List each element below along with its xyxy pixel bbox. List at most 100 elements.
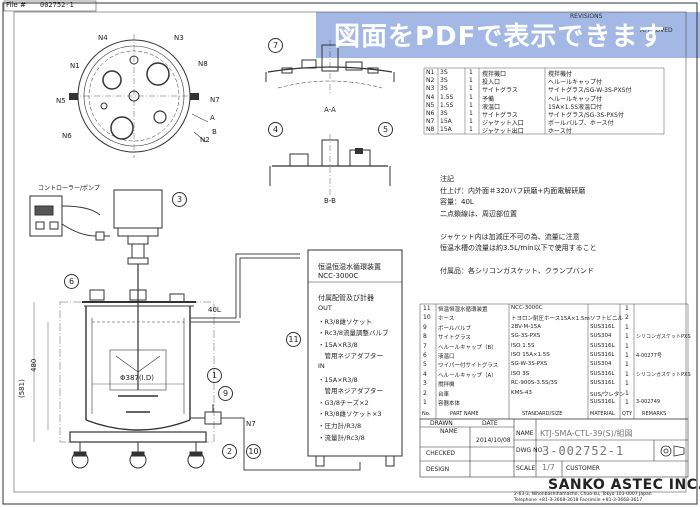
part-no: 6	[423, 352, 427, 359]
nozzle-name: サイトグラス	[482, 112, 518, 119]
part-qty: 2	[625, 314, 629, 322]
part-qty: 1	[625, 305, 629, 312]
part-no: 3	[423, 380, 427, 388]
part-no: 7	[423, 342, 427, 350]
part-std: トヨロン耐圧ホース15A×1.5m	[511, 316, 590, 323]
pdf-banner-text[interactable]: 図面をPDFで表示できます	[334, 22, 666, 52]
balloon-7: 7	[268, 38, 283, 53]
parts-header-rem: REMARKS	[642, 411, 667, 417]
nozzle-size: 1.5S	[440, 101, 454, 109]
part-std: KMS-43	[511, 389, 532, 396]
part-material: SUS316L	[590, 323, 615, 330]
part-material: SUS316L	[590, 352, 615, 358]
note-line: 恒温水槽の流量は約3.5L/min以下で使用すること	[440, 244, 597, 252]
part-std: ISO 1.5S	[511, 342, 535, 349]
name-value: KTJ-SMA-CTL-39(S)/組図	[540, 429, 633, 438]
part-qty: 1	[625, 389, 629, 397]
balloon-5: 5	[378, 122, 393, 137]
pdf-banner[interactable]	[316, 12, 700, 58]
company-tel: Telephone +81-3-3668-3618 Facsimile +81-…	[514, 498, 643, 503]
nozzle-size: 15A	[440, 118, 452, 126]
customer-label: CUSTOMER	[566, 465, 600, 472]
nozzle-name: 予備	[482, 95, 495, 103]
part-remarks: 3-002749	[636, 399, 661, 405]
part-remarks: 4-00277号	[636, 353, 662, 359]
thermo-spec-line: OUT	[318, 304, 332, 312]
design-label: DESIGN	[426, 466, 450, 473]
part-no: 5	[423, 361, 427, 369]
part-std: NCC-3000C	[511, 305, 543, 311]
callout-n7-lower: N7	[246, 420, 256, 428]
part-material: ソフトビニル	[590, 316, 624, 323]
title-block-grid	[419, 418, 689, 478]
callout-n6: N6	[62, 132, 72, 140]
part-qty: 1	[625, 352, 629, 359]
part-qty: 1	[625, 370, 629, 378]
nozzle-id: N5	[426, 101, 435, 109]
title-date-col: DATE	[482, 420, 498, 427]
part-name: ホース	[438, 316, 455, 323]
thermo-model: NCC-3000C	[318, 272, 359, 280]
callout-n8: N8	[198, 60, 208, 68]
part-name: 恒温恒湿水循環装置	[438, 307, 488, 313]
part-name: ヘルールキャップ（A）	[438, 372, 497, 379]
controller	[29, 195, 110, 241]
nozzle-name: 液温口	[482, 103, 501, 111]
thermo-spec-line: ・R3/8雌ソケット	[318, 317, 372, 326]
section-b-label: B	[212, 128, 217, 136]
balloon-11: 11	[286, 332, 301, 347]
part-remarks: シリコンガスケットPXS	[636, 371, 691, 378]
part-no: 4	[423, 370, 427, 378]
part-no: 10	[423, 314, 431, 322]
nozzle-name: ジャケット出口	[482, 128, 524, 136]
hoses	[190, 253, 361, 471]
nozzle-qty: 1	[469, 93, 473, 101]
nozzle-id: N7	[426, 118, 435, 126]
section-aa	[265, 40, 395, 95]
part-material: SUS/ウレタン	[590, 391, 625, 398]
nozzle-qty: 1	[469, 126, 473, 134]
nozzle-table-grid	[423, 67, 665, 135]
nozzle-id: N2	[426, 77, 435, 85]
balloon-3: 3	[172, 192, 187, 207]
nozzle-size: 3S	[440, 77, 448, 85]
note-line: 容量：40L	[440, 198, 474, 206]
nozzle-note: ヘルールキャップ付	[548, 79, 603, 87]
parts-header-std: STANDARD/SIZE	[522, 411, 563, 417]
file-label: File #	[6, 1, 26, 9]
part-material: SUS304	[590, 361, 612, 368]
nozzle-note: ホース付	[548, 128, 572, 136]
revisions-label: REVISIONS	[570, 13, 603, 20]
view-bb-label: B-B	[324, 197, 336, 205]
checked-label: CHECKED	[426, 450, 456, 457]
parts-header-mat: MATERIAL	[590, 411, 615, 417]
height-480: 480	[30, 358, 38, 372]
parts-header-name: PART NAME	[450, 411, 479, 417]
balloon-10: 10	[246, 444, 261, 459]
thermo-box	[307, 249, 403, 467]
nozzle-id: N4	[426, 93, 435, 101]
note-line: ジャケット内は加減圧不可の為、流量に注意	[440, 232, 580, 241]
part-no: 11	[423, 305, 431, 312]
part-name: サイトグラス	[438, 335, 471, 342]
balloon-4: 4	[268, 122, 283, 137]
part-material: SUS316L	[590, 380, 615, 387]
note-line: 付属品：各シリコンガスケット、クランプバンド	[440, 267, 594, 275]
part-std: SG-3S-PXS	[511, 333, 541, 340]
drawn-date: 2014/10/08	[476, 437, 511, 444]
part-name: ボールバルブ	[438, 325, 472, 332]
part-std: RC-900S-3.5S/3S	[511, 380, 558, 387]
volume-label: 40L	[208, 306, 221, 314]
nozzle-size: 3S	[440, 69, 448, 76]
part-material: SUS316L	[590, 370, 615, 377]
callout-n4: N4	[98, 34, 108, 42]
scale-label: SCALE	[516, 465, 536, 472]
part-remarks: シリコンガスケットPXS	[636, 334, 691, 341]
note-line: 仕上げ：内外面＃320バフ研磨+内面電解研磨	[440, 186, 586, 195]
balloon-1: 1	[207, 368, 222, 383]
nozzle-name: 撹拌機口	[482, 71, 507, 78]
part-no: 2	[423, 389, 427, 397]
view-aa-label: A-A	[324, 106, 336, 114]
thermo-spec-line: ・Rc3/8流量調整バルブ	[318, 329, 389, 338]
part-material: SUS304	[590, 333, 612, 340]
